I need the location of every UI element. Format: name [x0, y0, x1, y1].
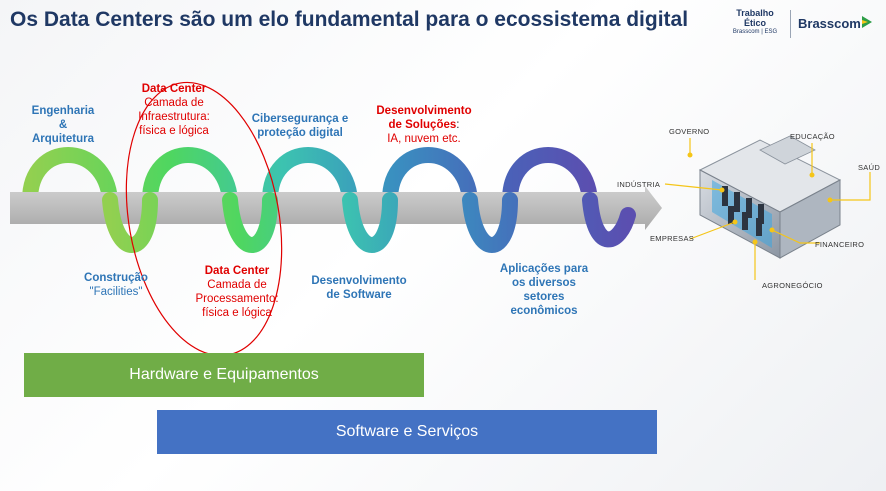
aplicacoes-line3: setores [523, 291, 565, 303]
process-arrow [10, 186, 662, 230]
coil-front [102, 192, 636, 253]
solucoes-desc: IA, nuvem etc. [387, 133, 461, 145]
ciber-line1: Cibersegurança e [251, 113, 349, 125]
software-line2: de Software [326, 289, 392, 301]
solucoes-colon: : [456, 119, 460, 131]
dc-infra-line2: Infraestrutura: [138, 111, 210, 123]
eng-line1: Engenharia [31, 105, 95, 117]
sector-educacao: EDUCAÇÃO [790, 132, 835, 141]
sector-financeiro: FINANCEIRO [815, 240, 865, 249]
eng-line3: Arquitetura [32, 133, 94, 145]
logo-area: Trabalho Ético Brasscom | ESG Brasscom [726, 6, 876, 46]
label-solucoes: Desenvolvimento de Soluções: IA, nuvem e… [366, 104, 482, 146]
sector-empresas: EMPRESAS [650, 234, 695, 243]
brasscom-mark-icon [862, 16, 872, 28]
dc-proc-title: Data Center [204, 265, 270, 277]
aplicacoes-line4: econômicos [510, 305, 578, 317]
dc-infra-line1: Camada de [144, 97, 204, 109]
label-engenharia: Engenharia & Arquitetura [22, 104, 104, 146]
solucoes-line1: Desenvolvimento [376, 105, 472, 117]
dc-proc-line2: Processamento: [195, 293, 279, 305]
dc-infra-line3: física e lógica [139, 125, 209, 137]
construcao-title: Construção [84, 272, 148, 284]
software-bar: Software e Serviços [157, 410, 657, 454]
ciber-line2: proteção digital [257, 127, 343, 139]
hardware-bar: Hardware e Equipamentos [24, 353, 424, 397]
software-bar-label: Software e Serviços [335, 423, 479, 440]
logo-ethic-line3: Brasscom | ESG [732, 29, 778, 35]
sector-saude: SAÚD [858, 163, 881, 172]
slide-title: Os Data Centers são um elo fundamental p… [10, 8, 689, 31]
label-aplicacoes: Aplicações para os diversos setores econ… [486, 262, 602, 318]
dc-proc-line3: física e lógica [202, 307, 272, 319]
hardware-bar-label: Hardware e Equipamentos [129, 366, 319, 383]
brasscom-logo: Brasscom [798, 16, 861, 31]
label-software: Desenvolvimento de Software [302, 274, 416, 302]
sector-connector-dots [687, 152, 833, 245]
logo-divider [790, 10, 791, 38]
data-center-illustration [698, 135, 842, 259]
coil-back [22, 147, 598, 208]
aplicacoes-line2: os diversos [512, 277, 576, 289]
trabalho-etico-logo: Trabalho Ético Brasscom | ESG [726, 8, 784, 36]
software-line1: Desenvolvimento [311, 275, 407, 287]
sector-agronegocio: AGRONEGÓCIO [762, 281, 823, 290]
logo-ethic-line2: Ético [743, 18, 766, 28]
label-dc-processamento: Data Center Camada de Processamento: fís… [184, 264, 290, 320]
construcao-sub: "Facilities" [89, 286, 143, 298]
solucoes-line2: de Soluções [388, 119, 457, 131]
eng-line2: & [58, 119, 68, 131]
dc-infra-title: Data Center [141, 83, 207, 95]
dc-proc-line1: Camada de [207, 279, 267, 291]
sector-industria: INDÚSTRIA [617, 180, 661, 189]
logo-ethic-line1: Trabalho [736, 8, 774, 18]
sector-governo: GOVERNO [669, 127, 710, 136]
label-dc-infraestrutura: Data Center Camada de Infraestrutura: fí… [124, 82, 224, 138]
label-construcao: Construção "Facilities" [72, 271, 160, 299]
aplicacoes-line1: Aplicações para [499, 263, 589, 275]
label-ciberseguranca: Cibersegurança e proteção digital [244, 112, 356, 140]
sector-connectors [664, 138, 871, 280]
